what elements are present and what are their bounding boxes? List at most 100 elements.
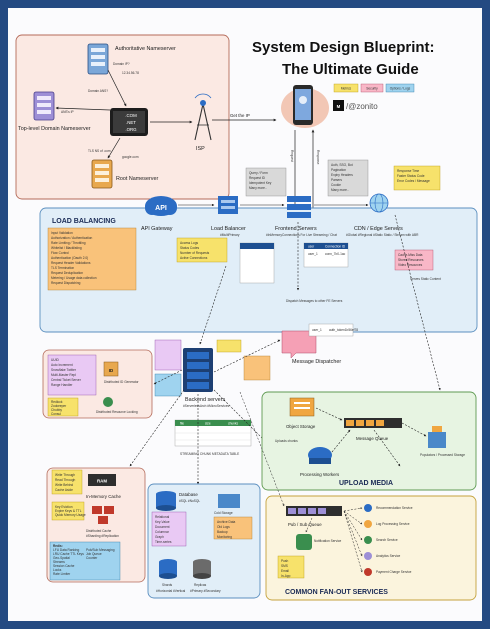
cold-storage-note: Archive Data Old Logs Backup Monitoring — [213, 516, 253, 540]
svg-text:Pub/Sub Messaging: Pub/Sub Messaging — [86, 548, 115, 552]
api-cloud-icon: API — [145, 196, 177, 216]
notification-note: Push SMS Email In-App — [277, 555, 305, 579]
locking-note: Redlock Zookeeper Chubby Consul — [47, 397, 79, 417]
dist-cache-icon — [92, 506, 114, 524]
title-line2: The Ultimate Guide — [282, 61, 419, 78]
id-generator-note: UUID Auto Increment Snowflake Twitter Mu… — [47, 354, 97, 396]
ram-icon: RAM — [88, 474, 116, 486]
svg-text:Expiry Headers: Expiry Headers — [331, 173, 353, 177]
upload-arrows — [315, 407, 427, 467]
id-generator-label: Distributed ID Generator — [104, 380, 139, 384]
svg-text:Read Through: Read Through — [55, 478, 76, 482]
badge-security: Security — [360, 83, 384, 93]
svg-text:Query / Form: Query / Form — [249, 171, 268, 175]
service-search: Search Service — [364, 536, 398, 544]
svg-text:Active Connections: Active Connections — [180, 256, 208, 260]
svg-text:Monitoring: Monitoring — [217, 535, 232, 539]
upload-title: UPLOAD MEDIA — [339, 480, 393, 487]
dns-arrows — [55, 69, 277, 159]
svg-text:Connection ID: Connection ID — [325, 245, 346, 249]
svg-text:TLS Termination: TLS Termination — [51, 266, 74, 270]
cdn-sub: #Global #Regional #Static Static / Strea… — [346, 233, 419, 237]
fanout-arrows — [239, 391, 363, 573]
frontend-label: Frontend Servers — [275, 226, 317, 232]
svg-text:Cache-Miss Data: Cache-Miss Data — [398, 253, 423, 257]
serves-static-label: Serves Static Content — [410, 277, 441, 281]
cdn-note: Cache-Miss Data Stored Resources Video R… — [394, 249, 434, 271]
author-handle: /@zonito — [346, 102, 378, 111]
svg-text:Snowflake Twitter: Snowflake Twitter — [51, 368, 77, 372]
svg-text:Streams: Streams — [53, 560, 65, 564]
svg-text:Relational: Relational — [155, 515, 169, 519]
svg-text:Request Dispatching: Request Dispatching — [51, 281, 81, 285]
svg-text:Request ID: Request ID — [249, 176, 266, 180]
svg-text:Metering / Usage data collecti: Metering / Usage data collection — [51, 276, 97, 280]
load-balancer-sub: #MultiPrimary — [220, 233, 240, 237]
load-balancing-title: LOAD BALANCING — [52, 218, 116, 225]
google-label: google.com — [122, 155, 139, 159]
svg-text:Pagination: Pagination — [331, 168, 346, 172]
request-note: Query / Form Request ID Idempotent Key M… — [245, 167, 287, 197]
svg-text:Cache Aside: Cache Aside — [55, 488, 73, 492]
id-generator-icon: ID — [103, 361, 119, 377]
backend-sub: #ServerlessArch #MicroServices — [183, 404, 229, 408]
notify-label: Populators / Processed Storage — [420, 453, 465, 457]
svg-text:Request Deduplication: Request Deduplication — [51, 271, 83, 275]
svg-text:Geo-Spatial: Geo-Spatial — [53, 556, 70, 560]
svg-text:Auto Increment: Auto Increment — [51, 363, 73, 367]
isp-label: ISP — [196, 146, 205, 152]
svg-text:Flow Control: Flow Control — [51, 251, 69, 255]
svg-text:Multi-Master Repl: Multi-Master Repl — [51, 373, 76, 377]
ip-value: 12.34.56.78 — [122, 71, 139, 75]
svg-text:Recommendation Service: Recommendation Service — [376, 506, 413, 510]
backend-servers-icon — [183, 348, 213, 392]
svg-text:Auth, SSO, Bot: Auth, SSO, Bot — [331, 163, 353, 167]
resolver-box: .COM .NET .ORG — [110, 108, 148, 136]
tld-com: .COM — [125, 113, 137, 118]
ans-ip-label: ANS's IP — [61, 110, 74, 114]
svg-text:Analytics Service: Analytics Service — [376, 554, 400, 558]
svg-text:Rate Limiter: Rate Limiter — [53, 572, 71, 576]
eviction-note: Key Eviction Expire Keys & TTL Quick Mem… — [51, 501, 86, 521]
svg-text:Push: Push — [281, 559, 288, 563]
svg-text:Status Codes: Status Codes — [180, 246, 200, 250]
shards-icon — [159, 559, 177, 579]
svg-text:UUID: UUID — [51, 358, 59, 362]
dispatch-note: Dispatch Messages to other FE Servers — [286, 299, 343, 303]
request-label: Request — [290, 150, 294, 162]
redis-note: Redis: LFU Data Ranking LRU Cache TTL Ke… — [49, 541, 121, 581]
service-log-processing: Log Processing Service — [364, 520, 410, 528]
svg-text:user_1: user_1 — [308, 252, 318, 256]
dist-cache-label: Distributed Cache — [86, 529, 112, 533]
backend-label: Backend servers — [185, 397, 225, 403]
svg-text:M: M — [337, 104, 341, 109]
svg-text:Authentication (Oauth 2.0): Authentication (Oauth 2.0) — [51, 256, 88, 260]
svg-text:Log Processing Service: Log Processing Service — [376, 522, 410, 526]
message-queue-icon — [344, 418, 402, 428]
object-storage-label: Object Storage — [286, 424, 316, 429]
response-note: Response Time Faster Status Code Error C… — [393, 165, 441, 191]
svg-text:Payment Charge Service: Payment Charge Service — [376, 570, 412, 574]
svg-text:Old Logs: Old Logs — [217, 525, 230, 529]
svg-text:ID: ID — [109, 368, 113, 373]
api-gateway-label: API Gateway — [141, 226, 173, 232]
svg-text:Security: Security — [366, 87, 378, 91]
message-dispatcher: user_1 auth_token1b56ef78 — [281, 323, 358, 359]
upload-panel — [261, 391, 477, 491]
middleware-note: Auth, SSO, Bot Pagination Expiry Headers… — [327, 159, 369, 197]
notify-storage-icon — [428, 426, 446, 448]
gateway-features-note: Input Validation Authorization / Authent… — [47, 227, 137, 291]
svg-text:Request Header Validations: Request Header Validations — [51, 261, 91, 265]
svg-text:user: user — [308, 245, 315, 249]
dist-cache-sub: #Sharding #Replication — [86, 534, 119, 538]
tld-server-icon — [33, 91, 55, 121]
svg-text:Authorization / Authentication: Authorization / Authentication — [51, 236, 93, 240]
dispatcher-label: Message Dispatcher — [292, 359, 341, 365]
svg-text:LRU Cache TTL Keys: LRU Cache TTL Keys — [53, 552, 84, 556]
svg-text:Backup: Backup — [217, 530, 228, 534]
svg-text:Many more..: Many more.. — [331, 188, 349, 192]
db-types-note: Relational Key-Value Document Columnar G… — [151, 511, 187, 547]
svg-text:Range Handler: Range Handler — [51, 383, 73, 387]
processing-workers-icon — [308, 447, 332, 464]
